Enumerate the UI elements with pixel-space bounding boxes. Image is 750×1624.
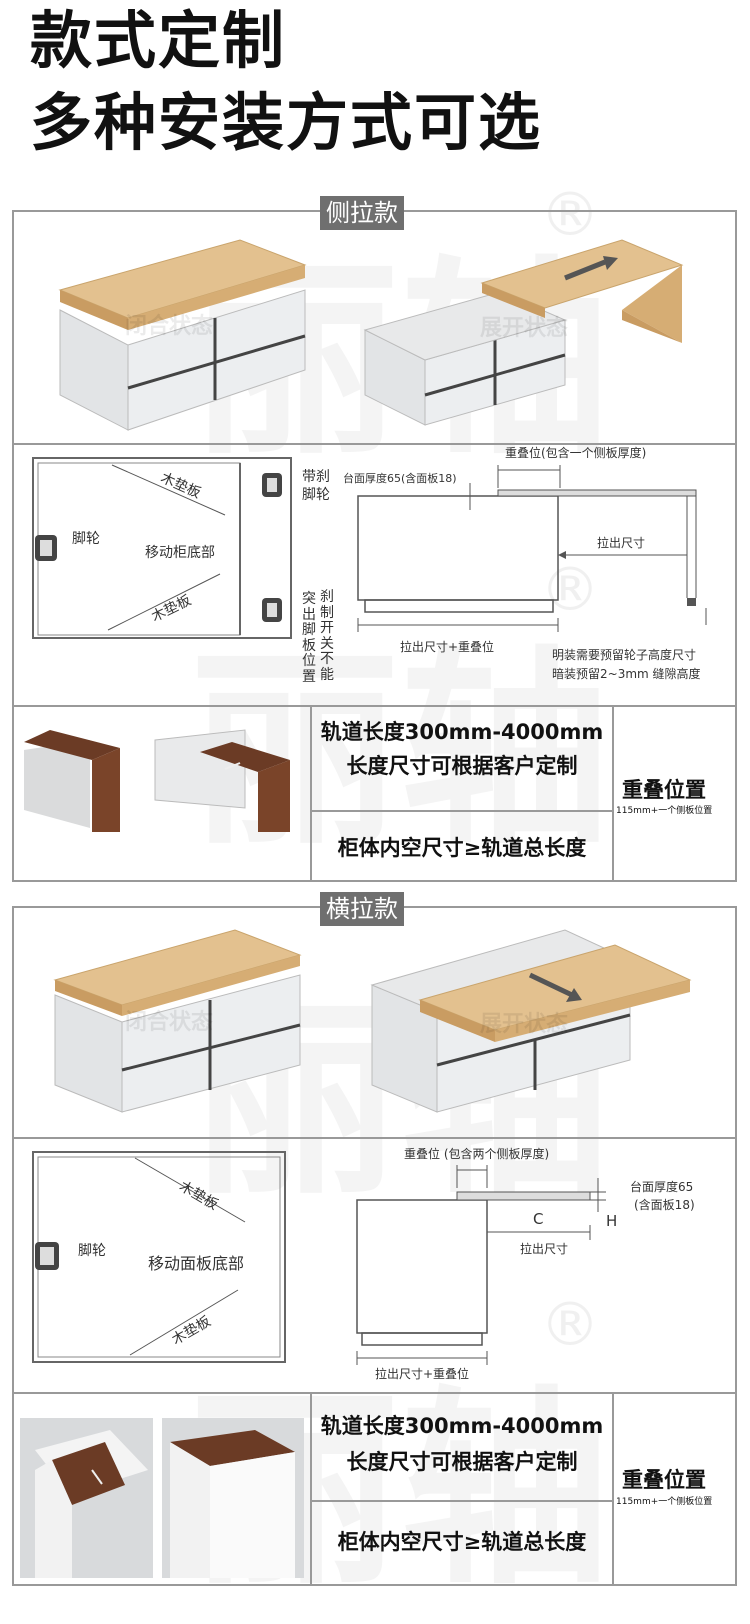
horizontal-open-cabinet-illustration <box>370 929 692 1113</box>
horizontal-overlap-label: 重叠位 (包含两个侧板厚度) <box>404 1147 550 1161</box>
horizontal-product-photos <box>20 1418 304 1578</box>
horizontal-overlap-title: 重叠位置 <box>622 1468 706 1492</box>
watermark-reg: ® <box>540 555 600 625</box>
horizontal-top-thickness-label-2: (含面板18) <box>634 1198 695 1212</box>
side-open-cabinet-illustration <box>363 239 684 426</box>
side-overlap-label: 重叠位(包含一个侧板厚度) <box>505 446 647 460</box>
horizontal-spec-line2: 长度尺寸可根据客户定制 <box>346 1450 578 1474</box>
side-note-line1: 明装需要预留轮子高度尺寸 <box>552 648 697 662</box>
horizontal-h-label: H <box>606 1212 618 1230</box>
side-note-col1: 突出脚板位置 <box>302 591 316 685</box>
side-caster-label: 脚轮 <box>72 531 100 547</box>
horizontal-overlap-value: 115mm+一个侧板位置 <box>616 1497 713 1507</box>
side-spec-line2: 长度尺寸可根据客户定制 <box>346 754 578 778</box>
horizontal-base-diagram <box>32 1151 286 1363</box>
horizontal-spec-line3: 柜体内空尺寸≥轨道总长度 <box>337 1530 587 1554</box>
side-open-label: 展开状态 <box>480 316 569 341</box>
side-overlap-title: 重叠位置 <box>622 778 706 802</box>
side-dimension-diagram <box>357 465 707 632</box>
side-top-thickness-label: 台面厚度65(含面板18) <box>343 472 457 485</box>
horizontal-pull-size-label: 拉出尺寸 <box>520 1242 569 1256</box>
side-spec-line1: 轨道长度300mm-4000mm <box>320 720 604 744</box>
side-closed-label: 闭合状态 <box>125 314 214 339</box>
horizontal-open-label: 展开状态 <box>480 1012 569 1037</box>
horizontal-closed-cabinet-illustration <box>53 929 302 1113</box>
side-section-tag: 侧拉款 <box>320 196 404 230</box>
page-title-line2: 多种安装方式可选 <box>30 86 543 159</box>
side-brake-caster-label: 带刹脚轮 <box>302 469 330 503</box>
horizontal-c-label: C <box>533 1210 544 1228</box>
horizontal-pull-plus-overlap-label: 拉出尺寸+重叠位 <box>375 1367 470 1381</box>
side-overlap-value: 115mm+一个侧板位置 <box>616 806 713 816</box>
side-pull-size-label: 拉出尺寸 <box>597 536 646 550</box>
watermark-reg: ® <box>540 1290 600 1360</box>
watermark-brand: 丽轴 <box>190 580 610 884</box>
side-note-col2: 刹制开关不能 <box>320 589 334 683</box>
horizontal-section-tag: 横拉款 <box>320 892 404 926</box>
side-pull-plus-overlap-label: 拉出尺寸+重叠位 <box>400 640 495 654</box>
horizontal-top-thickness-label-1: 台面厚度65 <box>630 1180 694 1194</box>
horizontal-spec-line1: 轨道长度300mm-4000mm <box>320 1414 604 1438</box>
side-spec-line3: 柜体内空尺寸≥轨道总长度 <box>337 836 587 860</box>
horizontal-caster-label: 脚轮 <box>78 1243 106 1259</box>
side-note-line2: 暗装预留2~3mm 缝隙高度 <box>552 667 701 681</box>
horizontal-closed-label: 闭合状态 <box>125 1010 214 1035</box>
side-product-photos <box>24 729 290 832</box>
horizontal-dimension-diagram <box>356 1165 606 1365</box>
horizontal-base-label: 移动面板底部 <box>148 1254 245 1273</box>
side-base-label: 移动柜底部 <box>145 545 215 561</box>
watermark-reg: ® <box>540 180 600 250</box>
side-base-diagram <box>32 457 292 639</box>
side-closed-cabinet-illustration <box>58 239 307 431</box>
page-title-line1: 款式定制 <box>30 4 287 77</box>
